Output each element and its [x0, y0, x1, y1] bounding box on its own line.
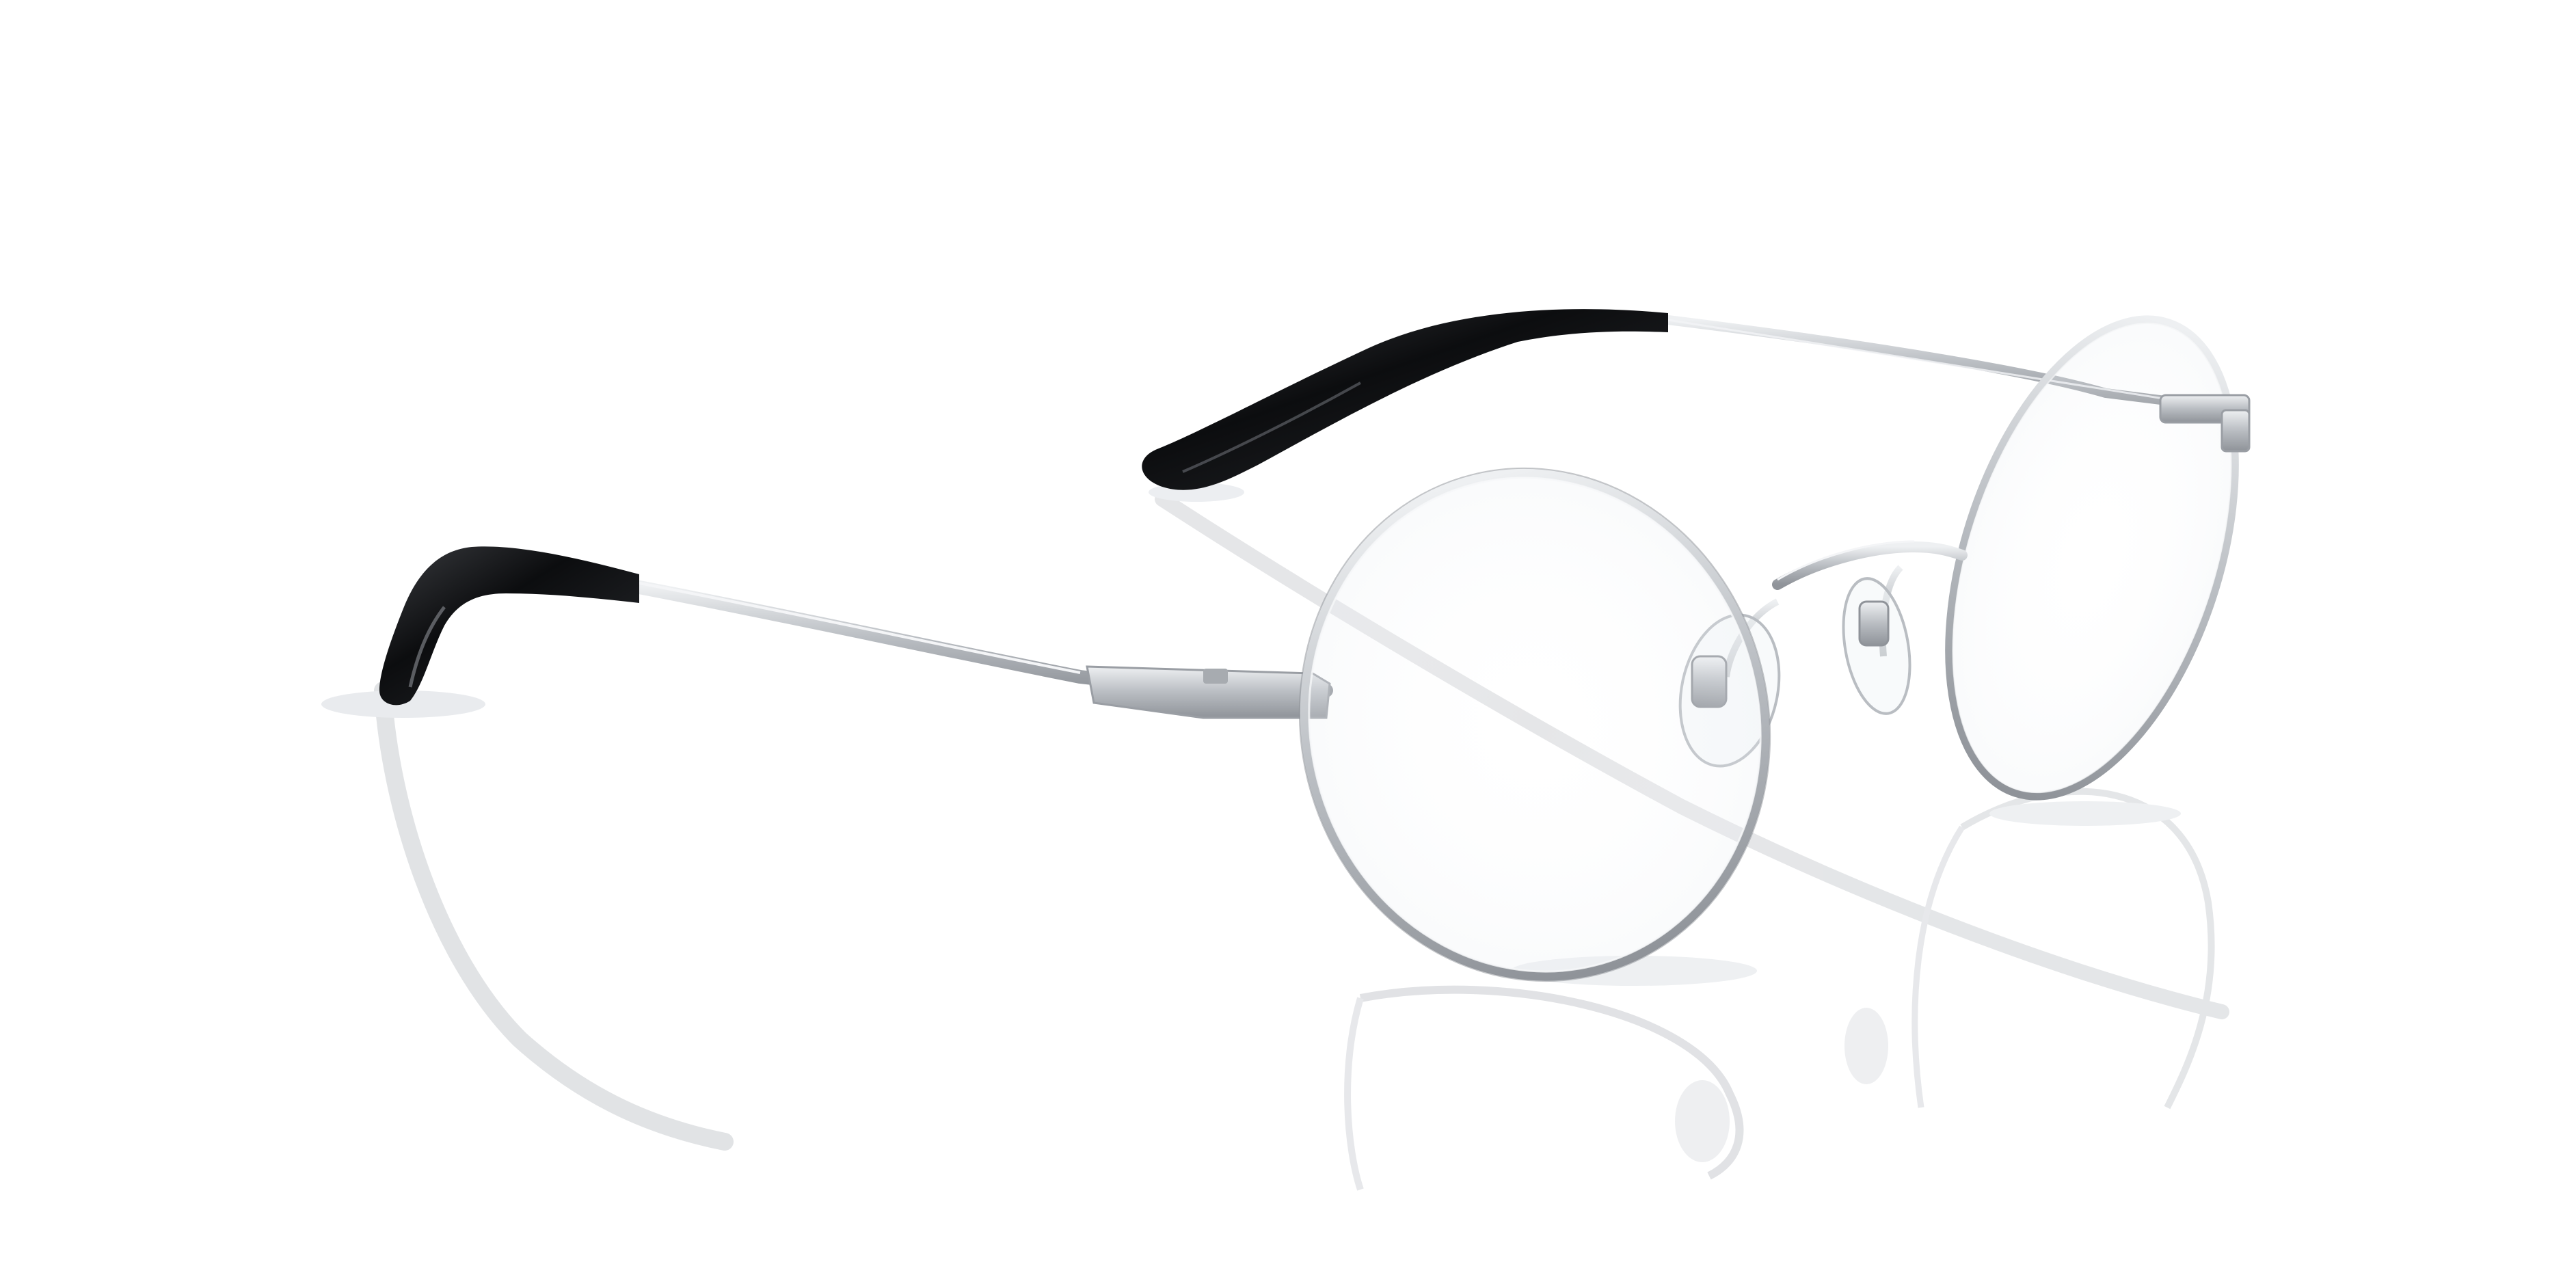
rear-lens-rim: [1945, 315, 2251, 801]
floor-reflection: [374, 492, 2229, 1191]
near-temple-arm: [379, 546, 1333, 719]
rear-nose-pad: [1842, 565, 1911, 715]
bridge: [1772, 540, 1968, 590]
near-temple-tip: [379, 546, 639, 706]
front-lens-rim: [1298, 467, 1771, 982]
far-temple-tip: [1142, 309, 1668, 490]
